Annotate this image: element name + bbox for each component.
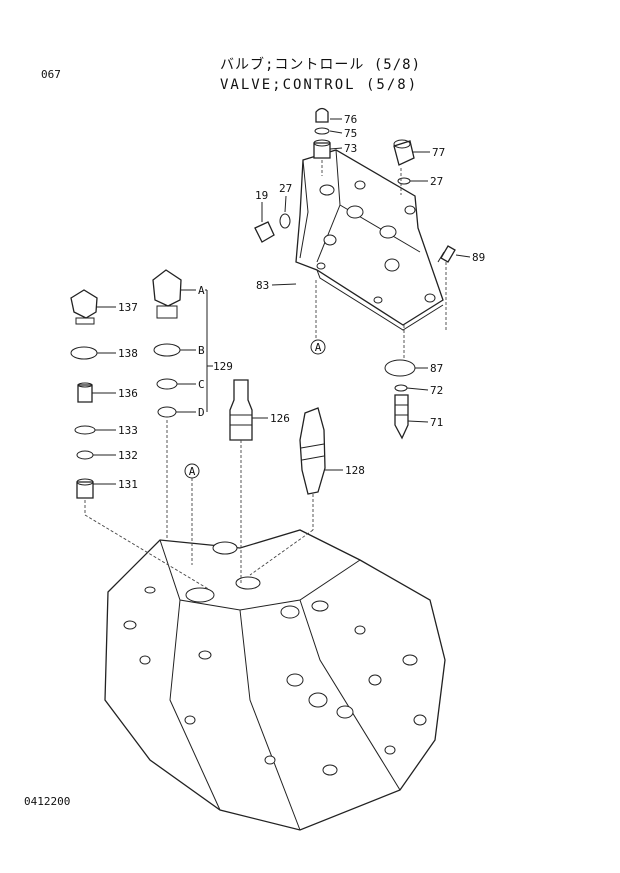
ring-132 [76,450,94,460]
cap-131 [76,478,94,499]
callout-19: 19 [255,189,268,202]
main-valve-body [104,529,446,831]
callout-128: 128 [345,464,365,477]
plug-19 [254,221,275,243]
ref-letter-a: A [198,284,205,297]
callout-77: 77 [432,146,445,159]
page-number: 067 [41,68,61,81]
callout-76: 76 [344,113,357,126]
ring-129-d [157,406,177,418]
title-english: VALVE;CONTROL (5/8) [220,77,419,93]
ref-circle-a-lower: A [184,463,200,479]
ref-letter-d: D [198,406,205,419]
ring-133 [74,425,96,435]
title-japanese: バルブ;コントロール (5/8) [220,57,422,73]
valve-71 [394,394,409,440]
oring-27-right [397,177,411,185]
bolt-89 [437,245,456,263]
cartridge-126 [229,379,253,441]
callout-27b: 27 [430,175,443,188]
plug-73 [313,139,331,159]
svg-text:A: A [315,341,322,354]
callout-137: 137 [118,301,138,314]
plug-77 [393,139,415,166]
spool-136 [77,382,93,403]
callout-83: 83 [256,279,269,292]
callout-27a: 27 [279,182,292,195]
callout-129: 129 [213,360,233,373]
callout-72: 72 [430,384,443,397]
callout-131: 131 [118,478,138,491]
callout-75: 75 [344,127,357,140]
oring-138 [70,346,98,360]
callout-136: 136 [118,387,138,400]
callout-71: 71 [430,416,443,429]
ring-129-c [156,378,178,390]
plug-129-a [152,269,182,319]
callout-138: 138 [118,347,138,360]
cartridge-128 [299,407,326,495]
valve-section-83 [295,149,444,331]
callout-126: 126 [270,412,290,425]
callout-73: 73 [344,142,357,155]
cap-76 [315,107,329,123]
leader-lines [92,118,471,485]
callout-87: 87 [430,362,443,375]
document-code: 0412200 [24,795,71,808]
svg-text:A: A [189,465,196,478]
callout-132: 132 [118,449,138,462]
callout-89: 89 [472,251,485,264]
plug-137 [70,289,98,325]
ref-letter-c: C [198,378,205,391]
oring-27-left [279,213,291,229]
ring-72 [394,384,408,392]
oring-129-b [153,343,181,357]
callout-133: 133 [118,424,138,437]
oring-87 [384,359,416,377]
ref-circle-a-upper: A [310,339,326,355]
ring-75 [314,127,330,135]
center-lines [84,160,447,591]
callout-labels: 76 75 73 77 27 27 19 89 83 87 72 71 137 … [118,113,485,491]
ref-letter-b: B [198,344,205,357]
